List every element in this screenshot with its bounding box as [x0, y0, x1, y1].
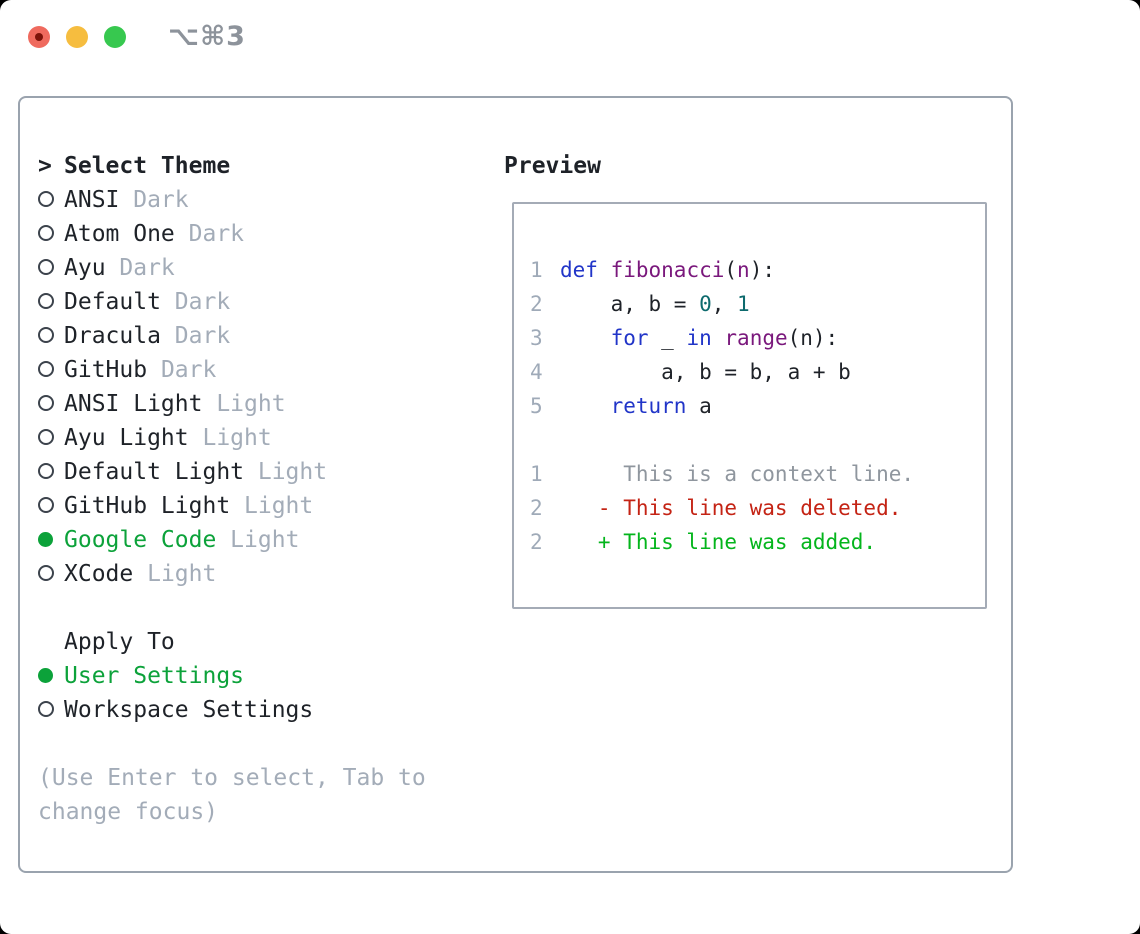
diff-line: 1 This is a context line. — [530, 457, 985, 491]
diff-line: 2 - This line was deleted. — [530, 491, 985, 525]
theme-item-label: Default Light — [64, 459, 245, 485]
theme-item-label: GitHub — [64, 357, 148, 383]
focus-caret-icon: > — [38, 153, 52, 179]
code-line: 5 return a — [530, 389, 985, 423]
hint-text: (Use Enter to select, Tab to change focu… — [38, 761, 426, 829]
diff-text: - This line was deleted. — [560, 496, 902, 520]
spacer — [38, 727, 426, 761]
theme-variant-label: Light — [202, 391, 286, 417]
theme-variant-label: Dark — [160, 289, 231, 315]
spacer — [530, 423, 985, 457]
theme-item-label: ANSI — [64, 187, 120, 213]
radio-icon — [38, 429, 54, 445]
theme-variant-label: Light — [133, 561, 217, 587]
radio-icon — [38, 701, 54, 717]
theme-item[interactable]: ANSI Light Light — [38, 387, 426, 421]
close-button-dot-icon — [35, 33, 43, 41]
theme-item[interactable]: GitHub Light Light — [38, 489, 426, 523]
radio-icon — [38, 293, 54, 309]
minimize-button[interactable] — [66, 26, 88, 48]
code-line: 4 a, b = b, a + b — [530, 355, 985, 389]
apply-to-header: Apply To — [38, 625, 426, 659]
theme-item-label: Dracula — [64, 323, 161, 349]
preview-label: Preview — [504, 153, 601, 179]
diff-line: 2 + This line was added. — [530, 525, 985, 559]
theme-item-label: Ayu — [64, 255, 106, 281]
radio-icon — [38, 259, 54, 275]
apply-to-option[interactable]: Workspace Settings — [38, 693, 426, 727]
theme-variant-label: Dark — [160, 323, 231, 349]
theme-variant-label: Dark — [119, 187, 189, 213]
diff-preview: 1 This is a context line.2 - This line w… — [530, 457, 985, 559]
theme-variant-label: Light — [230, 493, 314, 519]
theme-item[interactable]: Ayu Light Light — [38, 421, 426, 455]
apply-to-option[interactable]: User Settings — [38, 659, 426, 693]
theme-variant-label: Light — [188, 425, 272, 451]
radio-icon — [38, 565, 54, 581]
theme-item[interactable]: Default Light Light — [38, 455, 426, 489]
diff-text: + This line was added. — [560, 530, 877, 554]
theme-item[interactable]: Default Dark — [38, 285, 426, 319]
theme-item[interactable]: Dracula Dark — [38, 319, 426, 353]
line-number: 5 — [530, 394, 543, 418]
radio-icon — [38, 191, 54, 207]
line-number: 1 — [530, 258, 543, 282]
theme-item[interactable]: ANSI Dark — [38, 183, 426, 217]
apply-to-label: Apply To — [64, 629, 175, 655]
radio-icon — [38, 225, 54, 241]
radio-icon — [38, 395, 54, 411]
hint-line-1: (Use Enter to select, Tab to — [38, 765, 426, 791]
theme-item[interactable]: Atom One Dark — [38, 217, 426, 251]
theme-item[interactable]: Ayu Dark — [38, 251, 426, 285]
select-theme-header: > Select Theme — [38, 149, 426, 183]
code-line: 3 for _ in range(n): — [530, 321, 985, 355]
titlebar: ⌥⌘3 — [0, 0, 1140, 75]
hint-line-2: change focus) — [38, 799, 219, 825]
theme-item-label: GitHub Light — [64, 493, 231, 519]
line-number: 4 — [530, 360, 543, 384]
theme-item[interactable]: XCode Light — [38, 557, 426, 591]
theme-variant-label: Light — [216, 527, 300, 553]
close-button[interactable] — [28, 26, 50, 48]
window-title-shortcut: ⌥⌘3 — [168, 21, 246, 52]
radio-icon — [38, 463, 54, 479]
theme-item-label: Atom One — [64, 221, 175, 247]
theme-item-label: Google Code — [64, 527, 217, 553]
theme-item-label: XCode — [64, 561, 134, 587]
theme-item-label: Ayu Light — [64, 425, 189, 451]
theme-variant-label: Light — [244, 459, 328, 485]
theme-item-label: Default — [64, 289, 161, 315]
diff-text: This is a context line. — [560, 462, 915, 486]
radio-icon — [38, 497, 54, 513]
theme-item[interactable]: Google Code Light — [38, 523, 426, 557]
theme-variant-label: Dark — [174, 221, 245, 247]
line-number: 3 — [530, 326, 543, 350]
radio-selected-icon — [38, 532, 53, 547]
line-number: 1 — [530, 462, 543, 486]
radio-icon — [38, 327, 54, 343]
theme-item[interactable]: GitHub Dark — [38, 353, 426, 387]
theme-variant-label: Dark — [105, 255, 175, 281]
spacer — [38, 591, 426, 625]
apply-to-option-label: Workspace Settings — [64, 697, 314, 723]
theme-variant-label: Dark — [147, 357, 217, 383]
radio-selected-icon — [38, 668, 53, 683]
line-number: 2 — [530, 530, 543, 554]
zoom-button[interactable] — [104, 26, 126, 48]
apply-to-option-label: User Settings — [64, 663, 245, 689]
theme-item-label: ANSI Light — [64, 391, 203, 417]
line-number: 2 — [530, 292, 543, 316]
select-theme-label: Select Theme — [64, 153, 231, 179]
radio-icon — [38, 361, 54, 377]
code-line: 2 a, b = 0, 1 — [530, 287, 985, 321]
line-number: 2 — [530, 496, 543, 520]
